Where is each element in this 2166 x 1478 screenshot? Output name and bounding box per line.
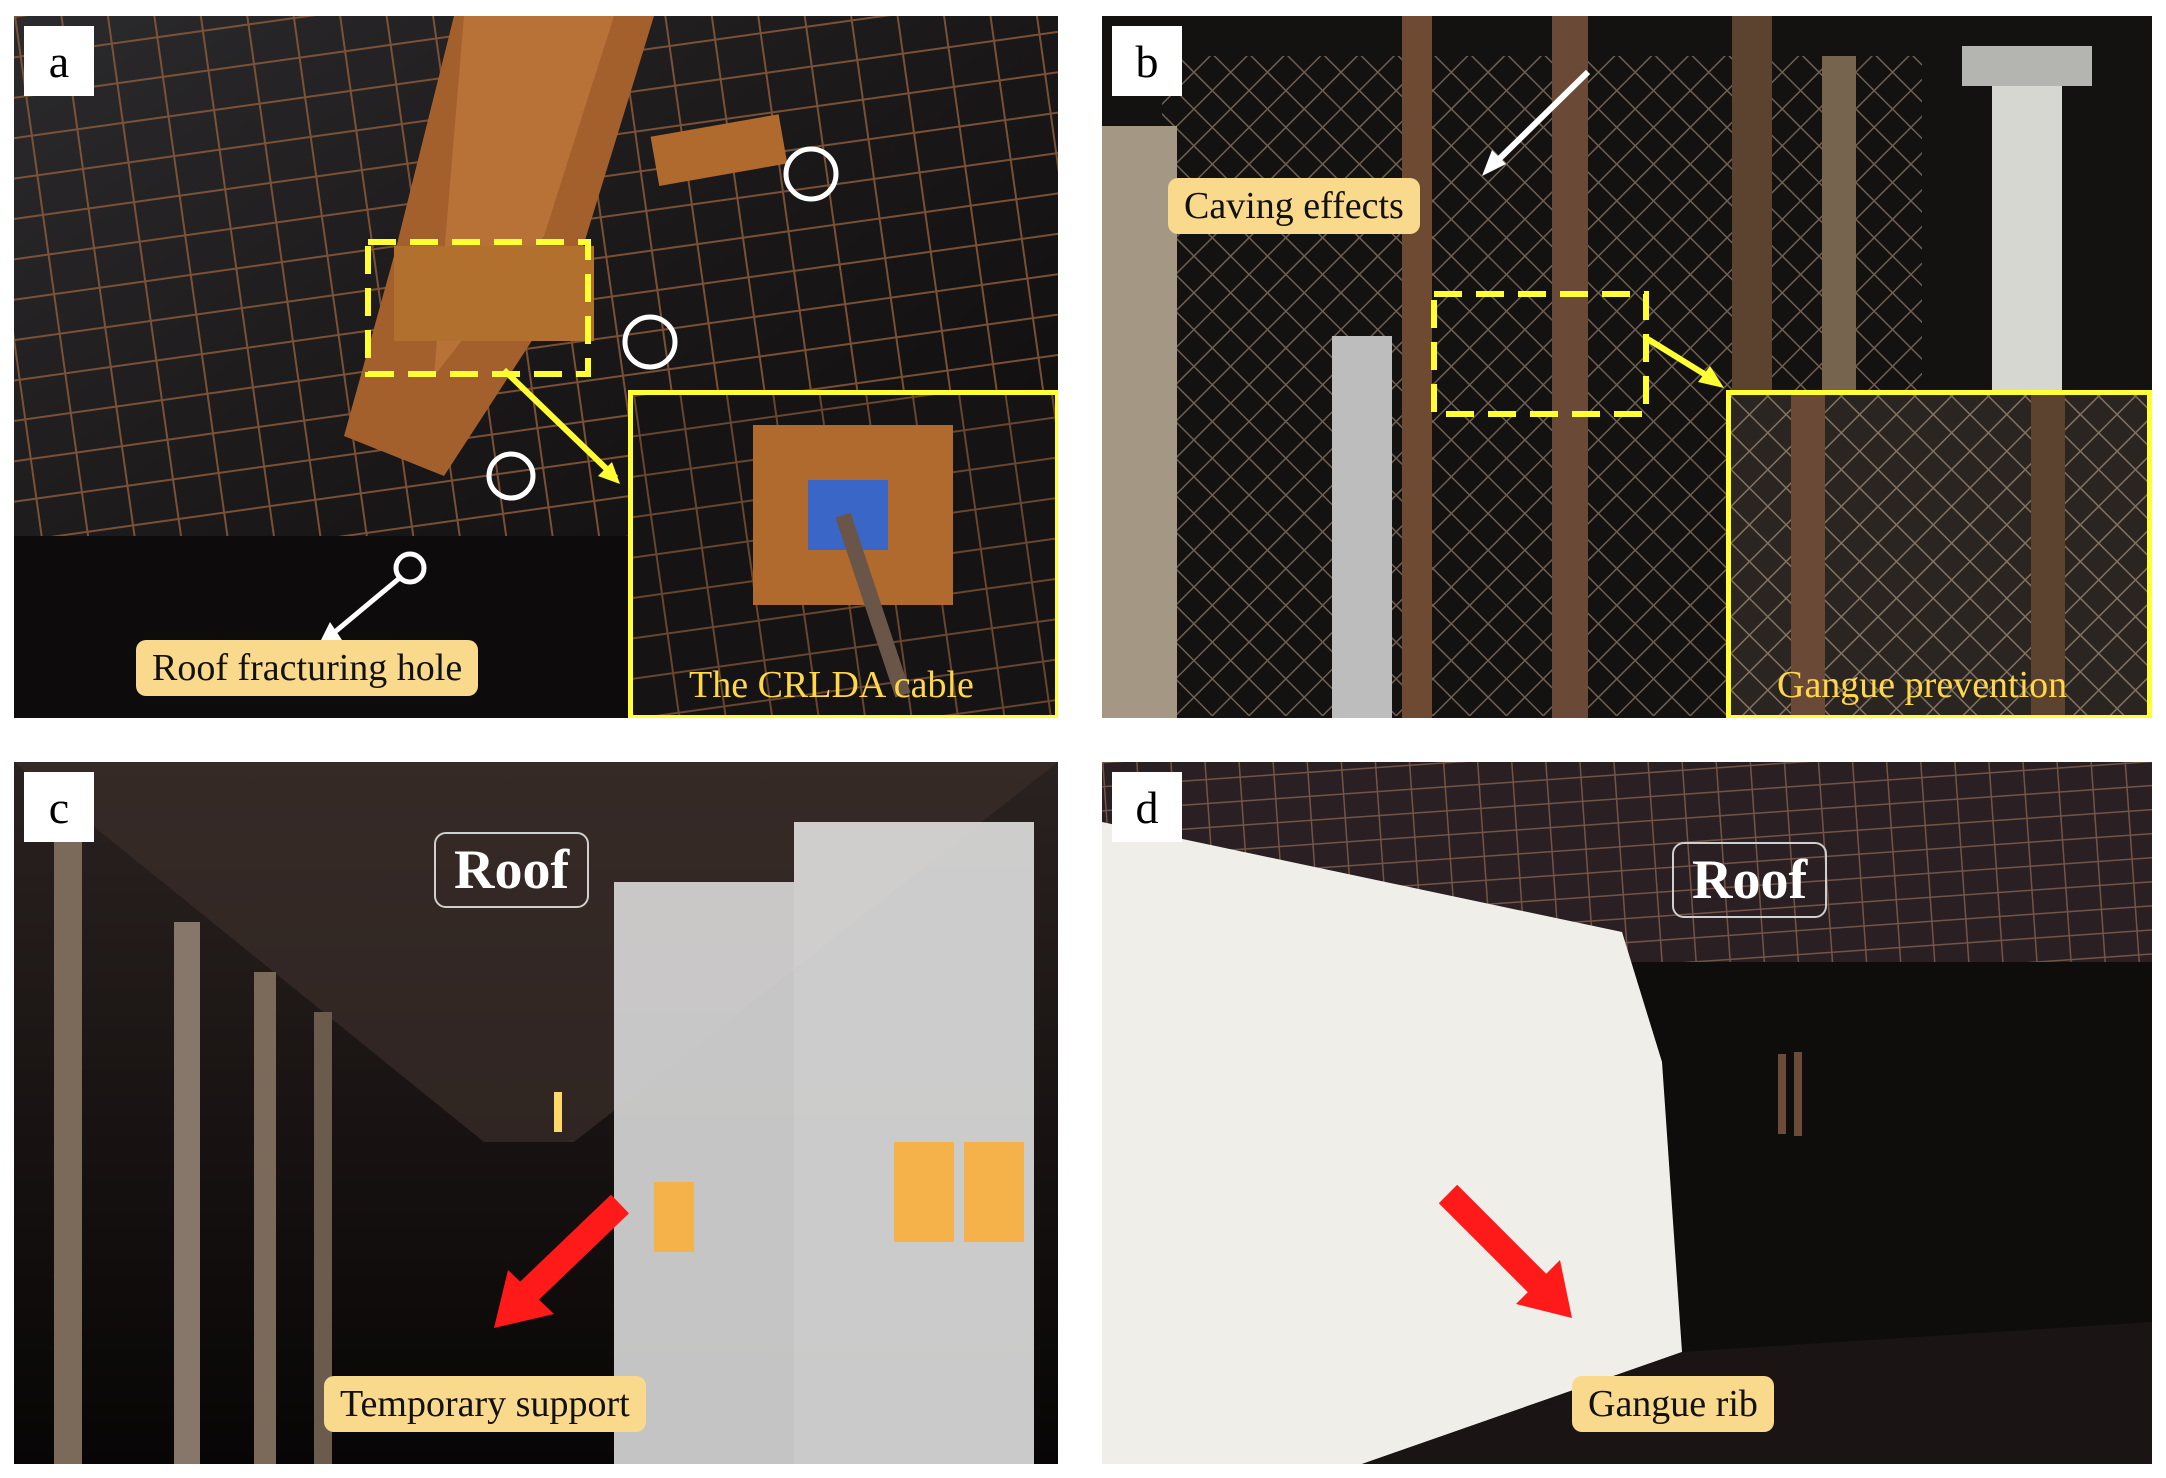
label-temporary-support: Temporary support xyxy=(324,1376,646,1432)
photo-panel-a: The CRLDA cable a Roof fracturing hole xyxy=(14,16,1058,718)
inset-caption-gangue-prevention: Gangue prevention xyxy=(1777,664,2068,706)
photo-panel-b: Gangue prevention b Caving effects xyxy=(1102,16,2152,718)
inset-caption-crlda: The CRLDA cable xyxy=(689,664,974,706)
photo-panel-c: c Roof Temporary support xyxy=(14,762,1058,1464)
panel-letter-a: a xyxy=(24,26,94,96)
label-roof-d: Roof xyxy=(1672,842,1828,918)
roadway-temporary-support-photo xyxy=(14,762,1058,1464)
panel-letter-c: c xyxy=(24,772,94,842)
inset-cable-closeup: The CRLDA cable xyxy=(628,390,1058,718)
photo-panel-d: d Roof Gangue rib xyxy=(1102,762,2152,1464)
cable-closeup-image xyxy=(633,395,1055,715)
label-gangue-rib: Gangue rib xyxy=(1572,1376,1774,1432)
label-roof-fracturing-hole: Roof fracturing hole xyxy=(136,640,479,696)
inset-gangue-prevention: Gangue prevention xyxy=(1726,390,2152,718)
panel-letter-b: b xyxy=(1112,26,1182,96)
label-roof-c: Roof xyxy=(434,832,590,908)
label-caving-effects: Caving effects xyxy=(1168,178,1420,234)
gangue-rib-photo xyxy=(1102,762,2152,1464)
gangue-mesh-closeup-image xyxy=(1731,395,2147,715)
panel-letter-d: d xyxy=(1112,772,1182,842)
